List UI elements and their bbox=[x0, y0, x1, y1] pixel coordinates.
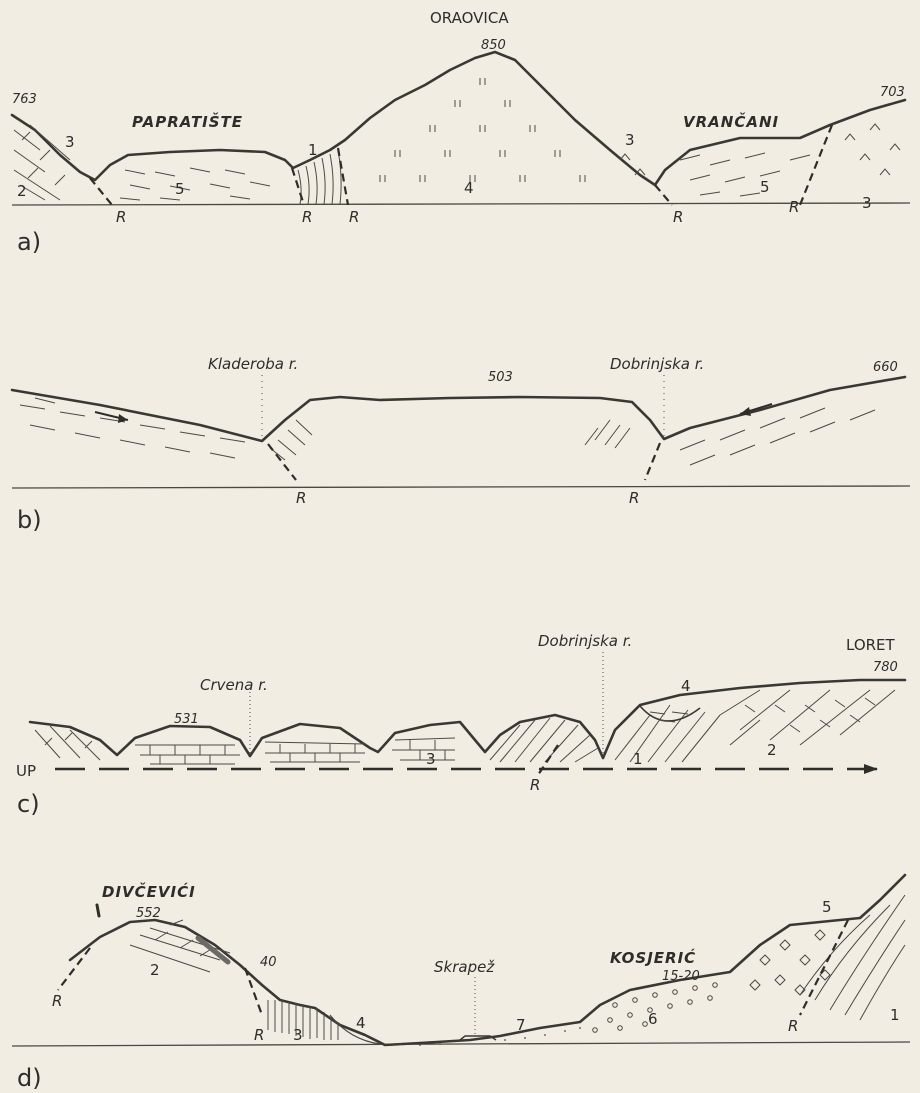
fault-label: R bbox=[302, 208, 312, 226]
panel-a-unit1-pattern bbox=[298, 150, 341, 204]
panel-d: DIVČEVIĆI KOSJERIĆ Skrapež 552 40 15-20 … bbox=[12, 875, 910, 1092]
panel-b-baseline bbox=[12, 486, 910, 488]
panel-a-letter: a) bbox=[17, 228, 41, 256]
panel-c: Crvena r. Dobrinjska r. LORET 531 780 4 … bbox=[16, 632, 905, 818]
place-oraovica: ORAOVICA bbox=[430, 9, 509, 27]
elevation-b-center: 503 bbox=[488, 370, 513, 385]
panel-b-fault-1 bbox=[268, 444, 296, 480]
fault-label: R bbox=[349, 208, 359, 226]
panel-b: Kladeroba r. Dobrinjska r. 503 660 R R b… bbox=[12, 355, 910, 534]
panel-a-unit5-left-pattern bbox=[120, 168, 270, 200]
fault-label: R bbox=[673, 208, 683, 226]
panel-d-unit5-pattern bbox=[750, 930, 830, 995]
panel-a: ORAOVICA PAPRATIŠTE VRANČANI 763 850 703… bbox=[12, 9, 910, 256]
unit-label: 7 bbox=[516, 1016, 526, 1034]
unit-label: 3 bbox=[862, 194, 872, 212]
panel-d-letter: d) bbox=[17, 1064, 42, 1092]
elevation-d-mid: 40 bbox=[260, 955, 277, 970]
unit-label: 3 bbox=[293, 1026, 303, 1044]
elevation-a-left: 763 bbox=[12, 92, 37, 107]
unit-label: 4 bbox=[464, 179, 474, 197]
fault-label: R bbox=[296, 489, 306, 507]
fault-label: R bbox=[530, 776, 540, 794]
unit-label: 3 bbox=[65, 133, 75, 151]
unit-label: 1 bbox=[633, 750, 643, 768]
panel-a-unit4-pattern bbox=[380, 78, 585, 182]
place-divcevici: DIVČEVIĆI bbox=[102, 881, 196, 901]
panel-a-unit5-right-pattern bbox=[680, 153, 810, 196]
river-dobrinjska-c: Dobrinjska r. bbox=[538, 632, 632, 650]
unit-label: 3 bbox=[625, 131, 635, 149]
panel-d-fault-1 bbox=[58, 948, 90, 990]
panel-b-fault-2 bbox=[645, 443, 660, 480]
elevation-a-peak: 850 bbox=[481, 38, 506, 53]
panel-d-baseline bbox=[12, 1042, 910, 1046]
panel-b-surface bbox=[12, 377, 905, 441]
elevation-c-left: 531 bbox=[174, 712, 199, 727]
river-dobrinjska: Dobrinjska r. bbox=[610, 355, 704, 373]
panel-d-dip-marker bbox=[198, 938, 228, 962]
elevation-d-right: 15-20 bbox=[662, 969, 700, 984]
panel-c-letter: c) bbox=[17, 790, 40, 818]
fault-label: R bbox=[629, 489, 639, 507]
fault-label: R bbox=[116, 208, 126, 226]
panel-c-up-arrow bbox=[864, 764, 878, 774]
fault-label: R bbox=[52, 992, 62, 1010]
river-crvena: Crvena r. bbox=[200, 676, 268, 694]
baseline-label-up: UP bbox=[16, 762, 36, 780]
panel-d-unit1-pattern bbox=[800, 895, 905, 1020]
panel-c-unit2-pattern bbox=[720, 690, 895, 745]
panel-d-fault-tick bbox=[97, 905, 99, 916]
elevation-d-left: 552 bbox=[136, 906, 161, 921]
place-loret: LORET bbox=[846, 636, 896, 654]
unit-label: 2 bbox=[767, 741, 777, 759]
unit-label: 5 bbox=[822, 898, 832, 916]
elevation-a-right: 703 bbox=[880, 85, 905, 100]
panel-b-arrow-right bbox=[740, 404, 772, 416]
panel-b-dash bbox=[35, 398, 55, 403]
panel-c-left-pattern bbox=[35, 726, 100, 760]
unit-label: 5 bbox=[760, 178, 770, 196]
river-skrapez: Skrapež bbox=[434, 958, 495, 976]
panel-a-fault-2 bbox=[292, 168, 304, 205]
unit-label: 4 bbox=[356, 1014, 366, 1032]
place-papratiste: PAPRATIŠTE bbox=[132, 111, 243, 131]
unit-label: 6 bbox=[648, 1010, 658, 1028]
panel-a-unit3-pattern bbox=[620, 124, 900, 175]
unit-label: 1 bbox=[890, 1006, 900, 1024]
unit-label: 2 bbox=[150, 961, 160, 979]
panel-a-fault-4 bbox=[655, 185, 672, 205]
unit-label: 3 bbox=[426, 750, 436, 768]
unit-label: 4 bbox=[681, 677, 691, 695]
elevation-b-right: 660 bbox=[873, 360, 898, 375]
place-kosjeric: KOSJERIĆ bbox=[610, 948, 696, 967]
panel-d-fault-2 bbox=[245, 968, 262, 1015]
panel-a-baseline bbox=[12, 203, 910, 205]
panel-a-fault-1 bbox=[90, 178, 112, 205]
unit-label: 1 bbox=[308, 141, 318, 159]
fault-label: R bbox=[788, 1017, 798, 1035]
river-kladeroba: Kladeroba r. bbox=[208, 355, 298, 373]
panel-c-unit4-lens bbox=[640, 706, 700, 721]
fault-label: R bbox=[789, 198, 799, 216]
panel-b-left-slope-pattern bbox=[20, 405, 312, 460]
panel-b-arrow-left bbox=[95, 412, 128, 423]
elevation-c-right: 780 bbox=[873, 660, 898, 675]
unit-label: 5 bbox=[175, 180, 185, 198]
fault-label: R bbox=[254, 1026, 264, 1044]
panel-c-unit3-pattern bbox=[135, 738, 455, 764]
unit-label: 2 bbox=[17, 182, 27, 200]
place-vrancani: VRANČANI bbox=[683, 111, 779, 131]
panel-b-letter: b) bbox=[17, 506, 42, 534]
panel-d-unit3-pattern bbox=[268, 1000, 338, 1040]
